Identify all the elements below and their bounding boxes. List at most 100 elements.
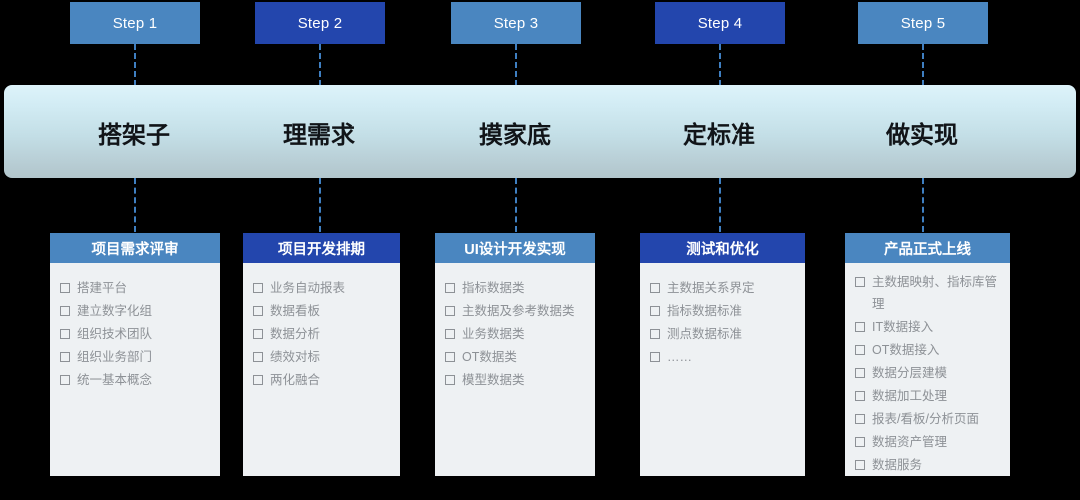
list-item: 报表/看板/分析页面 — [855, 408, 1002, 430]
square-bullet-icon — [650, 352, 660, 362]
connector-step-1-to-banner — [134, 44, 136, 86]
square-bullet-icon — [650, 306, 660, 316]
list-item: 数据分层建模 — [855, 362, 1002, 384]
square-bullet-icon — [650, 283, 660, 293]
step-label-5: Step 5 — [900, 14, 946, 32]
list-item: 组织技术团队 — [60, 323, 212, 345]
card-header-3: UI设计开发实现 — [435, 233, 595, 263]
list-item: 指标数据类 — [445, 277, 587, 299]
list-item: 绩效对标 — [253, 346, 392, 368]
connector-banner-to-card-1 — [134, 178, 136, 232]
list-item: 主数据及参考数据类 — [445, 300, 587, 322]
card-header-2: 项目开发排期 — [243, 233, 400, 263]
square-bullet-icon — [253, 352, 263, 362]
detail-card-5: 产品正式上线 主数据映射、指标库管理 IT数据接入 OT数据接入 数据分层建模 … — [845, 233, 1010, 476]
card-item-list-3: 指标数据类 主数据及参考数据类 业务数据类 OT数据类 模型数据类 — [435, 263, 595, 476]
list-item: 数据资产管理 — [855, 431, 1002, 453]
square-bullet-icon — [253, 375, 263, 385]
connector-step-5-to-banner — [922, 44, 924, 86]
card-header-4: 测试和优化 — [640, 233, 805, 263]
square-bullet-icon — [855, 460, 865, 470]
list-item: 搭建平台 — [60, 277, 212, 299]
step-box-4[interactable]: Step 4 — [655, 2, 785, 44]
list-item: …… — [650, 346, 797, 368]
card-title-5: 产品正式上线 — [884, 241, 971, 258]
list-item: 数据分析 — [253, 323, 392, 345]
card-item-list-1: 搭建平台 建立数字化组 组织技术团队 组织业务部门 统一基本概念 — [50, 263, 220, 476]
square-bullet-icon — [855, 322, 865, 332]
square-bullet-icon — [60, 329, 70, 339]
step-label-1: Step 1 — [112, 14, 158, 32]
step-box-3[interactable]: Step 3 — [451, 2, 581, 44]
list-item: 模型数据类 — [445, 369, 587, 391]
banner-phase-label-2: 理需求 — [283, 121, 355, 149]
list-item: 组织业务部门 — [60, 346, 212, 368]
square-bullet-icon — [650, 329, 660, 339]
list-item: 指标数据标准 — [650, 300, 797, 322]
square-bullet-icon — [855, 391, 865, 401]
square-bullet-icon — [855, 368, 865, 378]
list-item: 建立数字化组 — [60, 300, 212, 322]
step-box-1[interactable]: Step 1 — [70, 2, 200, 44]
square-bullet-icon — [855, 345, 865, 355]
connector-step-4-to-banner — [719, 44, 721, 86]
banner-phase-label-1: 搭架子 — [98, 121, 170, 149]
banner-phase-label-5: 做实现 — [886, 121, 958, 149]
connector-banner-to-card-3 — [515, 178, 517, 232]
connector-step-3-to-banner — [515, 44, 517, 86]
card-title-1: 项目需求评审 — [91, 241, 179, 258]
list-item: 数据服务 — [855, 454, 1002, 476]
list-item: 统一基本概念 — [60, 369, 212, 391]
square-bullet-icon — [60, 283, 70, 293]
detail-card-2: 项目开发排期 业务自动报表 数据看板 数据分析 绩效对标 两化融合 — [243, 233, 400, 476]
connector-banner-to-card-4 — [719, 178, 721, 232]
square-bullet-icon — [445, 283, 455, 293]
card-header-1: 项目需求评审 — [50, 233, 220, 263]
square-bullet-icon — [855, 414, 865, 424]
square-bullet-icon — [855, 437, 865, 447]
list-item: 测点数据标准 — [650, 323, 797, 345]
detail-card-1: 项目需求评审 搭建平台 建立数字化组 组织技术团队 组织业务部门 统一基本概念 — [50, 233, 220, 476]
step-label-4: Step 4 — [697, 14, 743, 32]
banner-phase-label-3: 摸家底 — [479, 121, 551, 149]
banner-phase-label-4: 定标准 — [683, 121, 755, 149]
list-item: 业务数据类 — [445, 323, 587, 345]
square-bullet-icon — [445, 306, 455, 316]
list-item: IT数据接入 — [855, 316, 1002, 338]
square-bullet-icon — [445, 329, 455, 339]
square-bullet-icon — [253, 329, 263, 339]
list-item: 数据加工处理 — [855, 385, 1002, 407]
list-item: 数据看板 — [253, 300, 392, 322]
card-item-list-5: 主数据映射、指标库管理 IT数据接入 OT数据接入 数据分层建模 数据加工处理 … — [845, 263, 1010, 476]
card-title-2: 项目开发排期 — [278, 241, 365, 258]
phase-banner — [4, 85, 1076, 178]
square-bullet-icon — [60, 375, 70, 385]
square-bullet-icon — [60, 306, 70, 316]
square-bullet-icon — [253, 306, 263, 316]
banner-phase-2: 理需求 — [249, 110, 389, 154]
card-item-list-2: 业务自动报表 数据看板 数据分析 绩效对标 两化融合 — [243, 263, 400, 476]
connector-step-2-to-banner — [319, 44, 321, 86]
banner-phase-4: 定标准 — [649, 110, 789, 154]
banner-phase-1: 搭架子 — [64, 110, 204, 154]
banner-phase-5: 做实现 — [852, 110, 992, 154]
banner-phase-3: 摸家底 — [445, 110, 585, 154]
card-title-4: 测试和优化 — [686, 241, 759, 258]
card-title-3: UI设计开发实现 — [464, 241, 566, 258]
list-item: OT数据类 — [445, 346, 587, 368]
step-label-3: Step 3 — [493, 14, 539, 32]
list-item: OT数据接入 — [855, 339, 1002, 361]
card-header-5: 产品正式上线 — [845, 233, 1010, 263]
connector-banner-to-card-2 — [319, 178, 321, 232]
list-item: 主数据关系界定 — [650, 277, 797, 299]
square-bullet-icon — [445, 375, 455, 385]
step-box-2[interactable]: Step 2 — [255, 2, 385, 44]
square-bullet-icon — [253, 283, 263, 293]
square-bullet-icon — [445, 352, 455, 362]
list-item: 两化融合 — [253, 369, 392, 391]
square-bullet-icon — [60, 352, 70, 362]
list-item: 主数据映射、指标库管理 — [855, 271, 1002, 315]
detail-card-4: 测试和优化 主数据关系界定 指标数据标准 测点数据标准 …… — [640, 233, 805, 476]
step-box-5[interactable]: Step 5 — [858, 2, 988, 44]
list-item: 业务自动报表 — [253, 277, 392, 299]
